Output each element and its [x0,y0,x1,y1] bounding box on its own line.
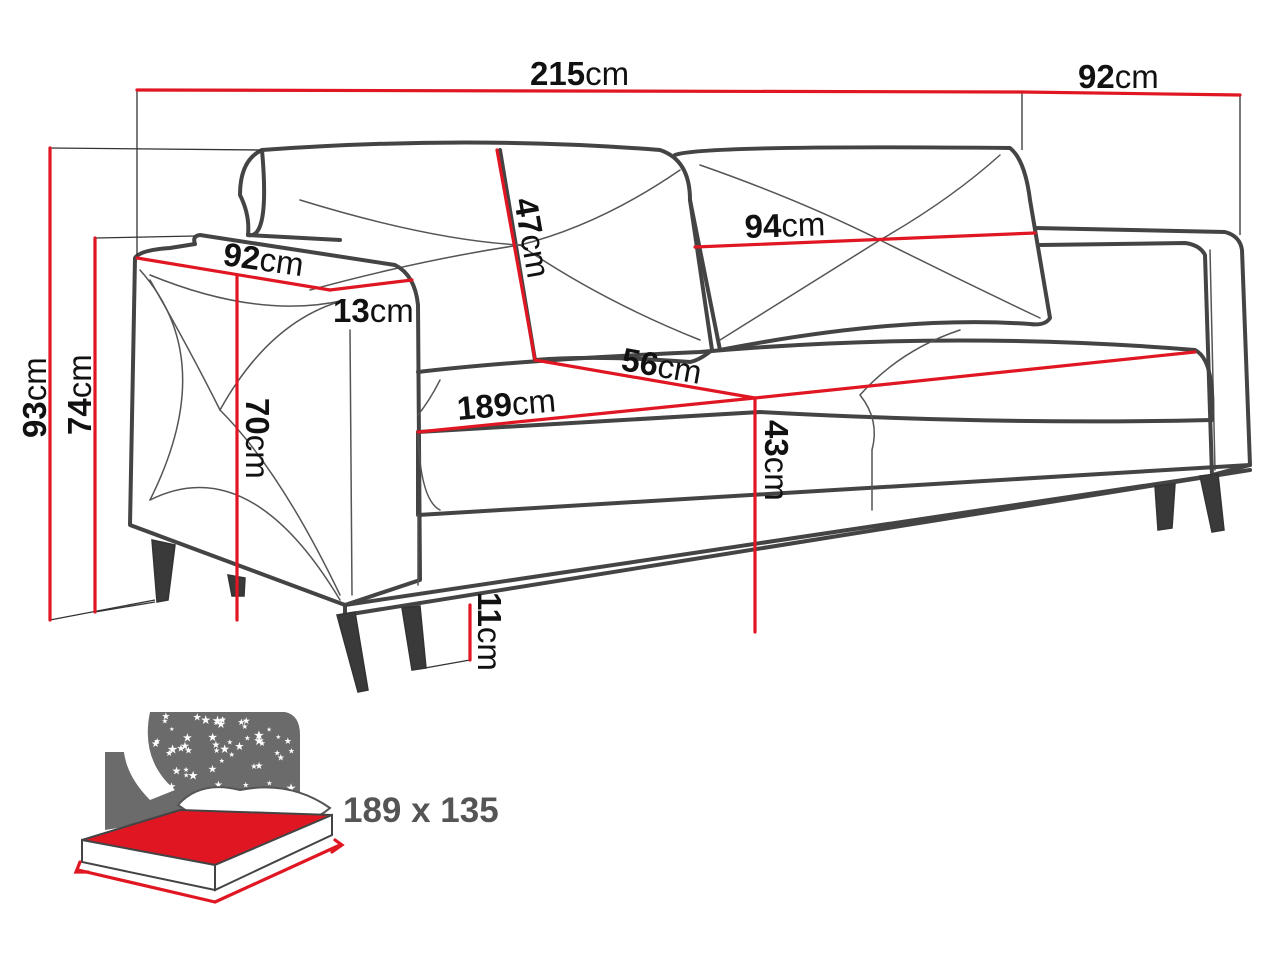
star-icon: ★ [288,747,295,756]
star-icon: ★ [255,761,264,772]
star-icon: ★ [213,746,220,755]
bed-night-icon: ★★★★★★★★★★★★★★★★★★★★★★★★★★★★★★★★★★★★★★★★… [73,712,345,904]
label-armrest-depth: 92cm [221,235,306,283]
star-icon: ★ [208,730,218,744]
label-armrest-height: 74cm [61,354,98,435]
star-icon: ★ [167,781,177,793]
dim-line-armrest-depth [135,256,332,292]
star-icon: ★ [162,712,171,723]
sofa-drawing [128,140,1252,693]
label-seat-depth: 56cm [619,340,705,390]
leg-right-back [1199,473,1225,533]
leg-front-mid [401,605,427,671]
star-icon: ★ [193,712,202,723]
bed-length-arrow [213,843,342,904]
star-icon: ★ [213,720,219,727]
star-icon: ★ [250,762,257,771]
star-icon: ★ [200,713,211,727]
star-icon: ★ [167,742,178,757]
back-cushion-right [673,145,1052,352]
leg-back-left [151,539,176,603]
star-icon: ★ [219,757,225,765]
dim-line-seat-depth-ext [753,350,1197,400]
label-leg-height: 11cm [471,592,508,671]
label-total-depth: 92cm [1078,58,1159,95]
label-seat-height: 43cm [758,420,795,501]
label-total-width: 215cm [530,55,629,92]
star-icon: ★ [162,717,169,726]
star-icon: ★ [169,726,174,733]
star-icon: ★ [284,737,292,747]
star-icon: ★ [177,744,186,755]
star-icon: ★ [161,785,168,794]
dim-line-seat-depth [533,358,757,400]
sleeping-area-label: 189 x 135 [343,791,499,830]
star-icon: ★ [165,749,173,759]
label-side-height: 70cm [239,398,276,479]
dim-line-cushion-width [693,231,1037,249]
star-icon: ★ [161,780,170,791]
label-backrest-height: 47cm [507,195,557,281]
sofa-base [343,430,1252,617]
star-icon: ★ [153,737,161,747]
star-icon: ★ [244,734,250,743]
leg-front-left [336,611,369,693]
star-icon: ★ [227,737,233,746]
star-icon: ★ [274,749,281,758]
star-icon: ★ [286,781,297,795]
star-icon: ★ [151,739,160,750]
star-icon: ★ [216,717,226,731]
star-icon: ★ [219,715,226,724]
star-icon: ★ [212,714,224,729]
seat-cushions [416,338,1215,434]
star-icon: ★ [182,731,192,745]
star-icon: ★ [183,765,189,774]
extension-lines [49,90,1241,669]
left-armrest [128,233,422,607]
star-icon: ★ [218,716,226,726]
star-icon: ★ [208,764,217,776]
star-icon: ★ [188,768,199,782]
back-cushion-left [238,140,714,364]
star-icon: ★ [214,780,223,791]
star-icon: ★ [253,727,264,742]
star-icon: ★ [219,742,230,756]
star-icon: ★ [242,781,249,790]
bed-width-arrow [76,868,217,904]
star-icon: ★ [266,780,272,788]
star-icon: ★ [258,739,266,749]
star-icon: ★ [172,765,182,778]
star-icon: ★ [253,733,264,748]
dim-line-total-depth [1020,90,1242,97]
star-icon: ★ [266,727,272,734]
label-armrest-width: 13cm [333,292,414,329]
label-seat-width: 189cm [455,381,557,426]
star-icon: ★ [242,716,251,727]
star-icon: ★ [237,718,245,728]
dimension-lines [48,88,1242,662]
star-icon: ★ [180,740,190,753]
dim-line-total-width [135,88,1024,94]
star-icon: ★ [151,771,159,782]
star-icon: ★ [276,734,282,741]
star-icon: ★ [277,753,285,763]
star-icon: ★ [183,771,189,779]
label-cushion-width: 94cm [744,205,826,245]
dim-line-armrest-width [328,278,414,292]
leg-right-front [1154,483,1176,531]
star-icon: ★ [241,722,248,731]
dimension-labels: 215cm 92cm 93cm 74cm 92cm 13cm 70cm 47cm… [16,55,1159,671]
dim-line-backrest-height [495,148,537,362]
label-total-height: 93cm [16,357,53,438]
dim-line-seat-width [416,396,757,434]
star-icon: ★ [184,746,193,757]
star-icon: ★ [229,750,235,759]
star-icon: ★ [234,740,244,753]
star-icon: ★ [212,740,221,751]
right-armrest [1033,226,1252,477]
star-icon: ★ [157,782,168,797]
